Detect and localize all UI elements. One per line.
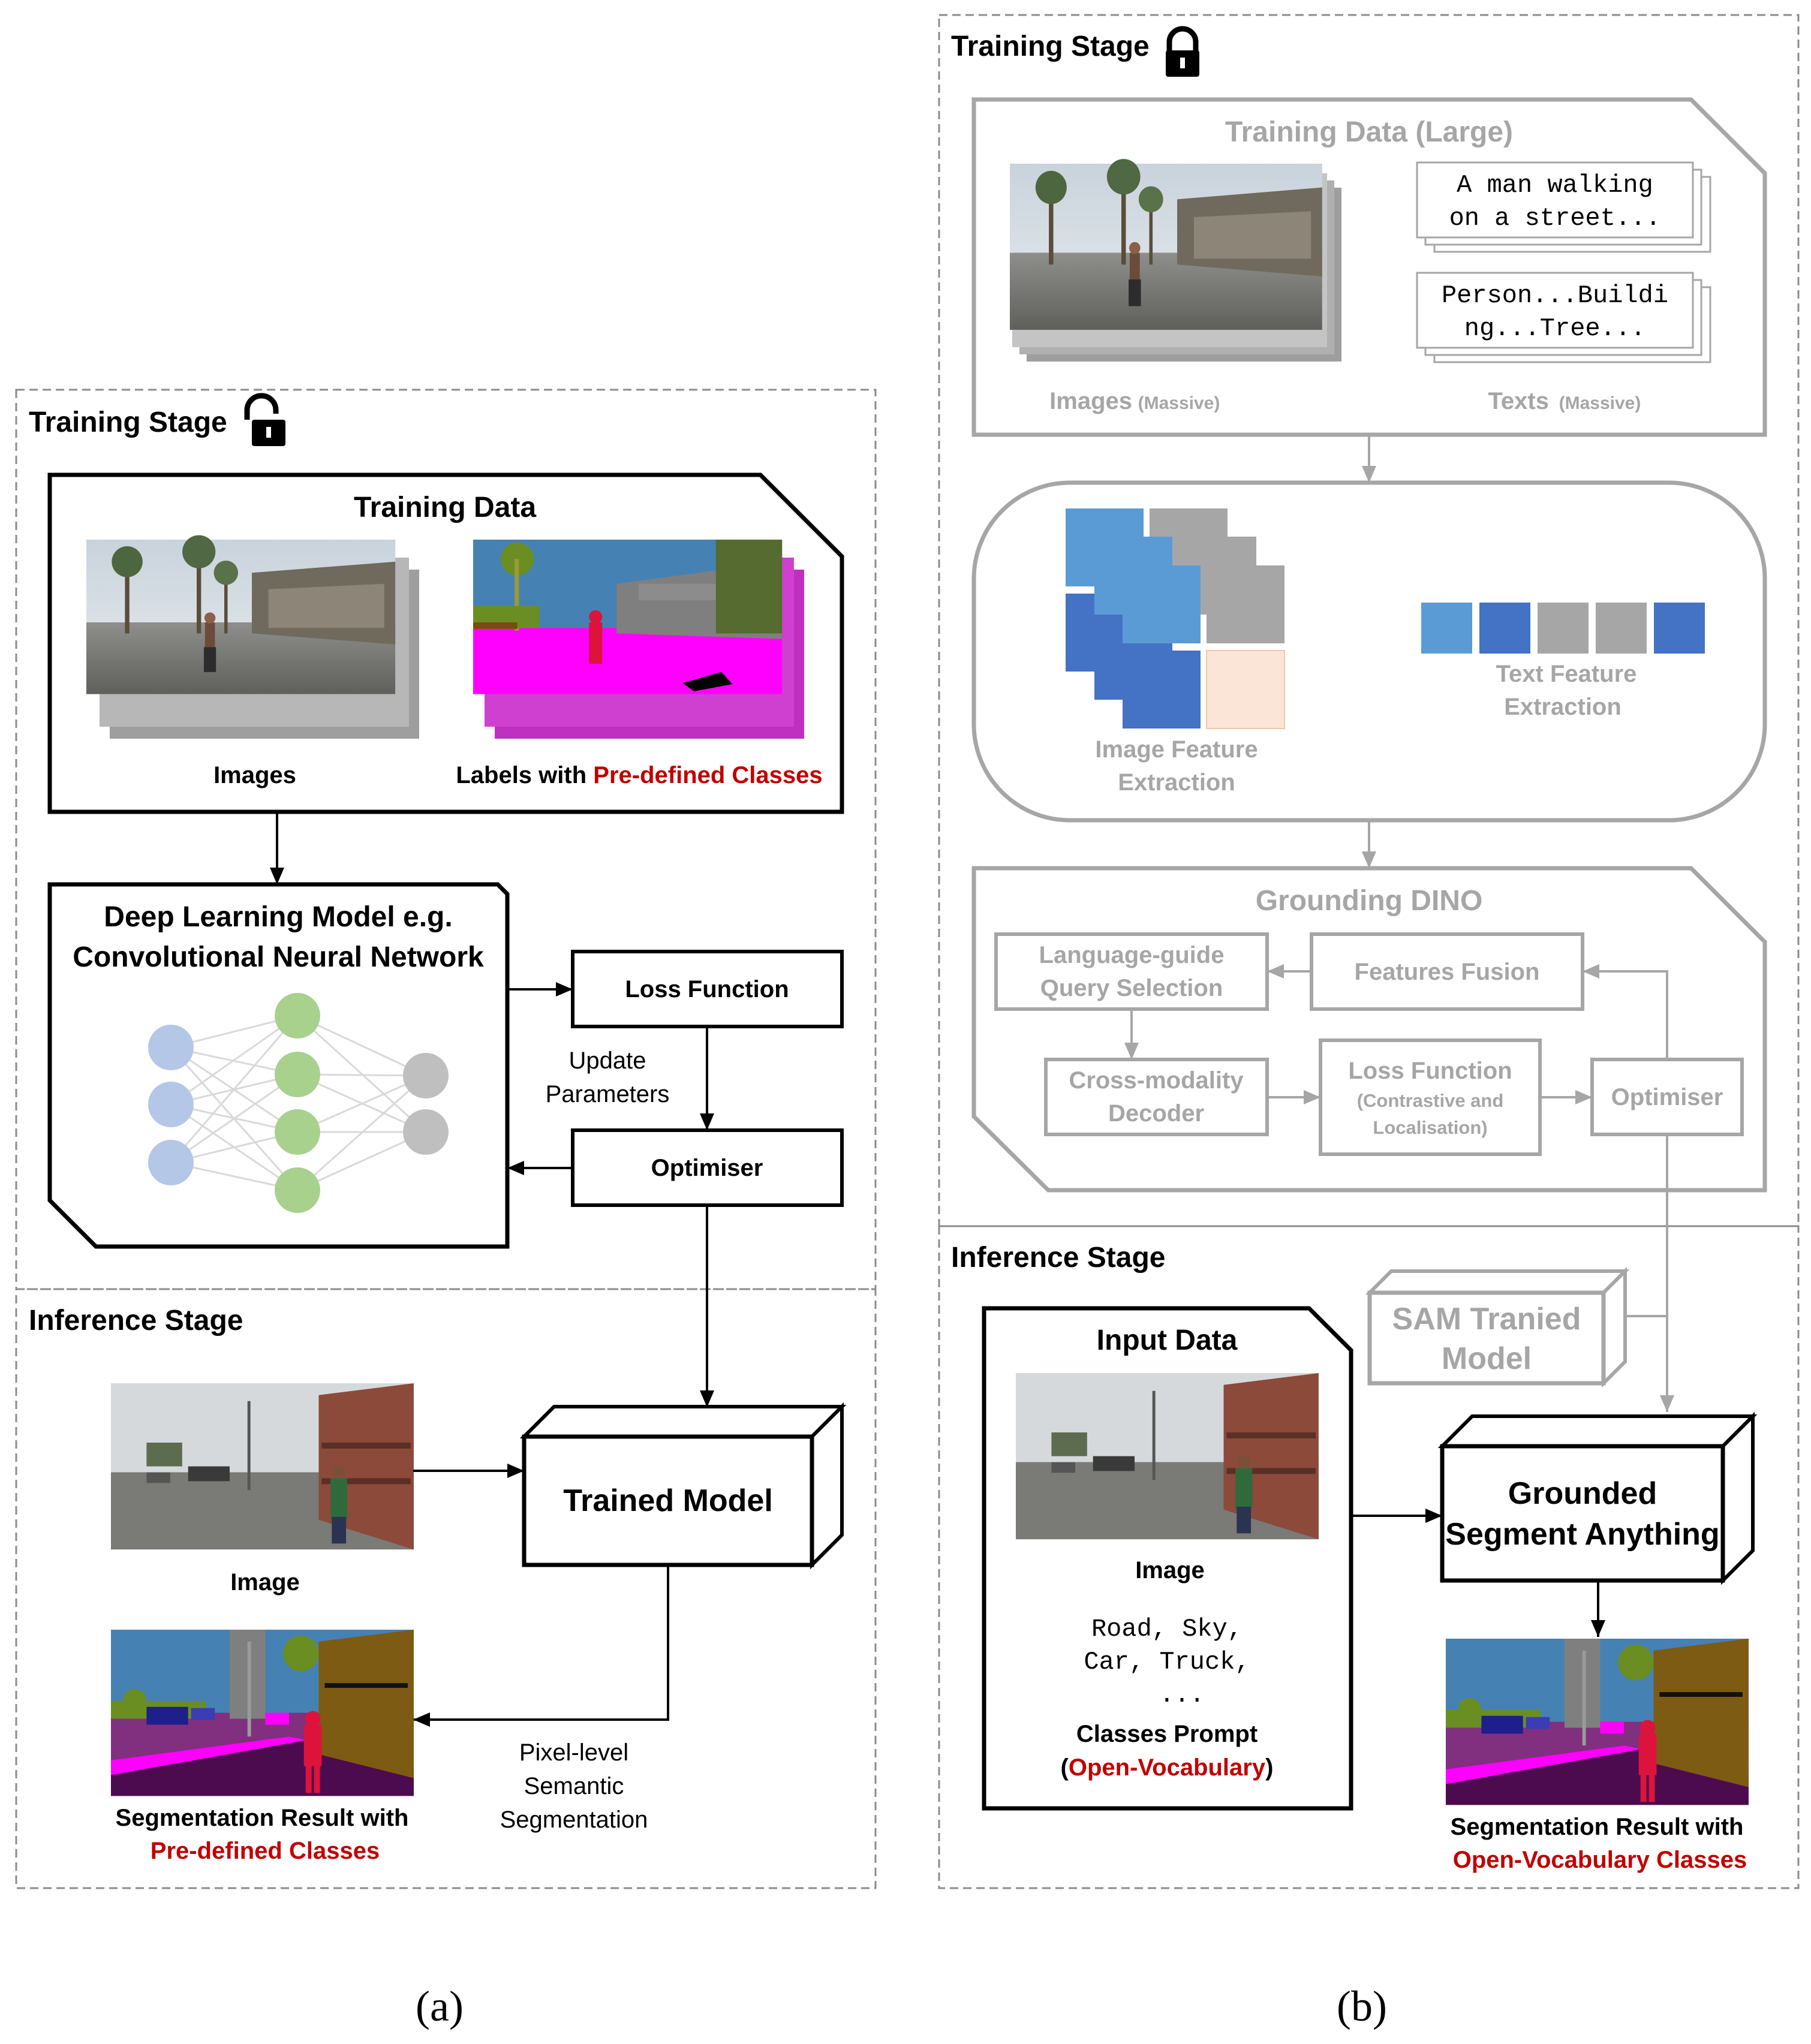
sam-model-line2: Model bbox=[1442, 1341, 1532, 1376]
panel-a: Training Stage Training Data Images Labe… bbox=[15, 389, 877, 2030]
arrow-optimiser-to-fusion bbox=[1583, 964, 1668, 1059]
trained-model-label-a: Trained Model bbox=[563, 1483, 773, 1518]
segmentation-result-image-b bbox=[1446, 1639, 1749, 1805]
images-label-b: Images bbox=[1049, 388, 1132, 414]
loss-function-line1-b: Loss Function bbox=[1348, 1058, 1512, 1084]
text-feature-tokens-icon bbox=[1421, 603, 1705, 654]
optimiser-label-b: Optimiser bbox=[1611, 1084, 1723, 1110]
sam-model-line1: SAM Tranied bbox=[1392, 1302, 1581, 1336]
unlocked-padlock-icon bbox=[244, 393, 285, 446]
optimiser-label-a: Optimiser bbox=[651, 1155, 763, 1181]
neural-network-icon bbox=[148, 993, 449, 1213]
caption-b: (b) bbox=[1337, 1982, 1387, 2030]
sam-model-box bbox=[1365, 1266, 1630, 1388]
text-feature-line1-b: Text Feature bbox=[1496, 661, 1637, 687]
optimiser-box-a bbox=[571, 1128, 844, 1207]
text-card1-line2: on a street... bbox=[1449, 204, 1661, 233]
inference-stage-label-a: Inference Stage bbox=[29, 1305, 243, 1336]
training-data-title-a: Training Data bbox=[354, 492, 536, 523]
loss-function-box-b bbox=[1319, 1038, 1542, 1156]
loss-function-line3-b: Localisation) bbox=[1373, 1117, 1487, 1138]
image-label-a: Image bbox=[230, 1569, 300, 1596]
result-caption-line2-a: Pre-defined Classes bbox=[151, 1838, 380, 1864]
loss-function-label-a: Loss Function bbox=[625, 976, 789, 1003]
gsa-line2: Segment Anything bbox=[1445, 1517, 1719, 1552]
prompt-line1: Road, Sky, bbox=[1091, 1615, 1243, 1643]
label-images-stack-a bbox=[473, 540, 804, 739]
loss-function-line2-b: (Contrastive and bbox=[1357, 1090, 1504, 1111]
inference-stage-label-b: Inference Stage bbox=[951, 1242, 1165, 1274]
result-caption-line1-b: Segmentation Result with bbox=[1451, 1814, 1744, 1840]
text-card2-line1: Person...Buildi bbox=[1442, 281, 1668, 310]
text-card1-line1: A man walking bbox=[1457, 171, 1653, 200]
cross-modality-line2: Decoder bbox=[1108, 1100, 1204, 1127]
input-data-title: Input Data bbox=[1097, 1324, 1238, 1356]
semantic-label-a: Semantic bbox=[524, 1773, 624, 1799]
texts-sub-b: (Massive) bbox=[1559, 393, 1641, 413]
grounded-sam-box bbox=[1437, 1411, 1758, 1585]
locked-padlock-icon bbox=[1166, 26, 1199, 77]
prompt-line3: ... bbox=[1159, 1681, 1205, 1709]
language-guide-line2: Query Selection bbox=[1040, 975, 1223, 1001]
model-title-line2-a: Convolutional Neural Network bbox=[73, 941, 484, 973]
inference-image-a bbox=[111, 1383, 414, 1550]
text-cards-b bbox=[1416, 161, 1711, 363]
open-vocabulary-label: (Open-Vocabulary) bbox=[1061, 1754, 1274, 1781]
result-caption-line2-b: Open-Vocabulary Classes bbox=[1453, 1847, 1747, 1873]
prompt-line2: Car, Truck, bbox=[1084, 1648, 1250, 1676]
training-images-stack-b bbox=[1010, 159, 1341, 362]
classes-prompt-label: Classes Prompt bbox=[1076, 1721, 1258, 1747]
arrow-model-to-result-a bbox=[413, 1565, 669, 1727]
training-data-title-b: Training Data (Large) bbox=[1225, 116, 1513, 148]
image-label-b: Image bbox=[1135, 1557, 1205, 1584]
inference-stage-frame-b bbox=[938, 1225, 1800, 1889]
grounding-dino-title: Grounding DINO bbox=[1256, 885, 1483, 917]
loss-function-box-a bbox=[571, 950, 844, 1028]
gsa-line1: Grounded bbox=[1508, 1476, 1657, 1511]
text-feature-line2-b: Extraction bbox=[1504, 694, 1622, 720]
caption-a: (a) bbox=[416, 1982, 464, 2030]
training-images-stack-a bbox=[86, 535, 419, 739]
features-fusion-label: Features Fusion bbox=[1355, 959, 1540, 985]
input-image-b bbox=[1016, 1373, 1319, 1540]
text-card2-line2: ng...Tree... bbox=[1464, 314, 1645, 343]
update-parameters-line1-a: Update bbox=[569, 1047, 646, 1074]
segmentation-label-a: Segmentation bbox=[500, 1807, 648, 1833]
update-parameters-line2-a: Parameters bbox=[546, 1081, 670, 1107]
training-stage-frame-a bbox=[15, 389, 877, 1290]
result-caption-line1-a: Segmentation Result with bbox=[116, 1805, 409, 1831]
segmentation-result-image-a bbox=[111, 1630, 414, 1796]
labels-caption-a: Labels with Pre-defined Classes bbox=[456, 762, 822, 788]
trained-model-box-a bbox=[519, 1402, 847, 1570]
features-fusion-box bbox=[1310, 932, 1584, 1011]
training-stage-label-a: Training Stage bbox=[29, 407, 227, 438]
panel-b: Training Stage Training Data (Large) Ima… bbox=[938, 14, 1800, 2030]
images-sub-b: (Massive) bbox=[1138, 393, 1220, 413]
image-feature-line1-b: Image Feature bbox=[1095, 736, 1258, 763]
model-title-line1-a: Deep Learning Model e.g. bbox=[104, 901, 452, 933]
language-guide-line1: Language-guide bbox=[1039, 942, 1225, 968]
cross-modality-line1: Cross-modality bbox=[1069, 1067, 1244, 1094]
image-feature-line2-b: Extraction bbox=[1118, 769, 1235, 796]
texts-label-b: Texts bbox=[1488, 388, 1549, 414]
image-feature-grid-icon bbox=[1066, 508, 1285, 729]
inference-stage-frame-a bbox=[15, 1288, 877, 1889]
pixel-level-label-a: Pixel-level bbox=[519, 1739, 628, 1766]
training-stage-label-b: Training Stage bbox=[951, 31, 1150, 62]
images-label-a: Images bbox=[213, 762, 296, 788]
